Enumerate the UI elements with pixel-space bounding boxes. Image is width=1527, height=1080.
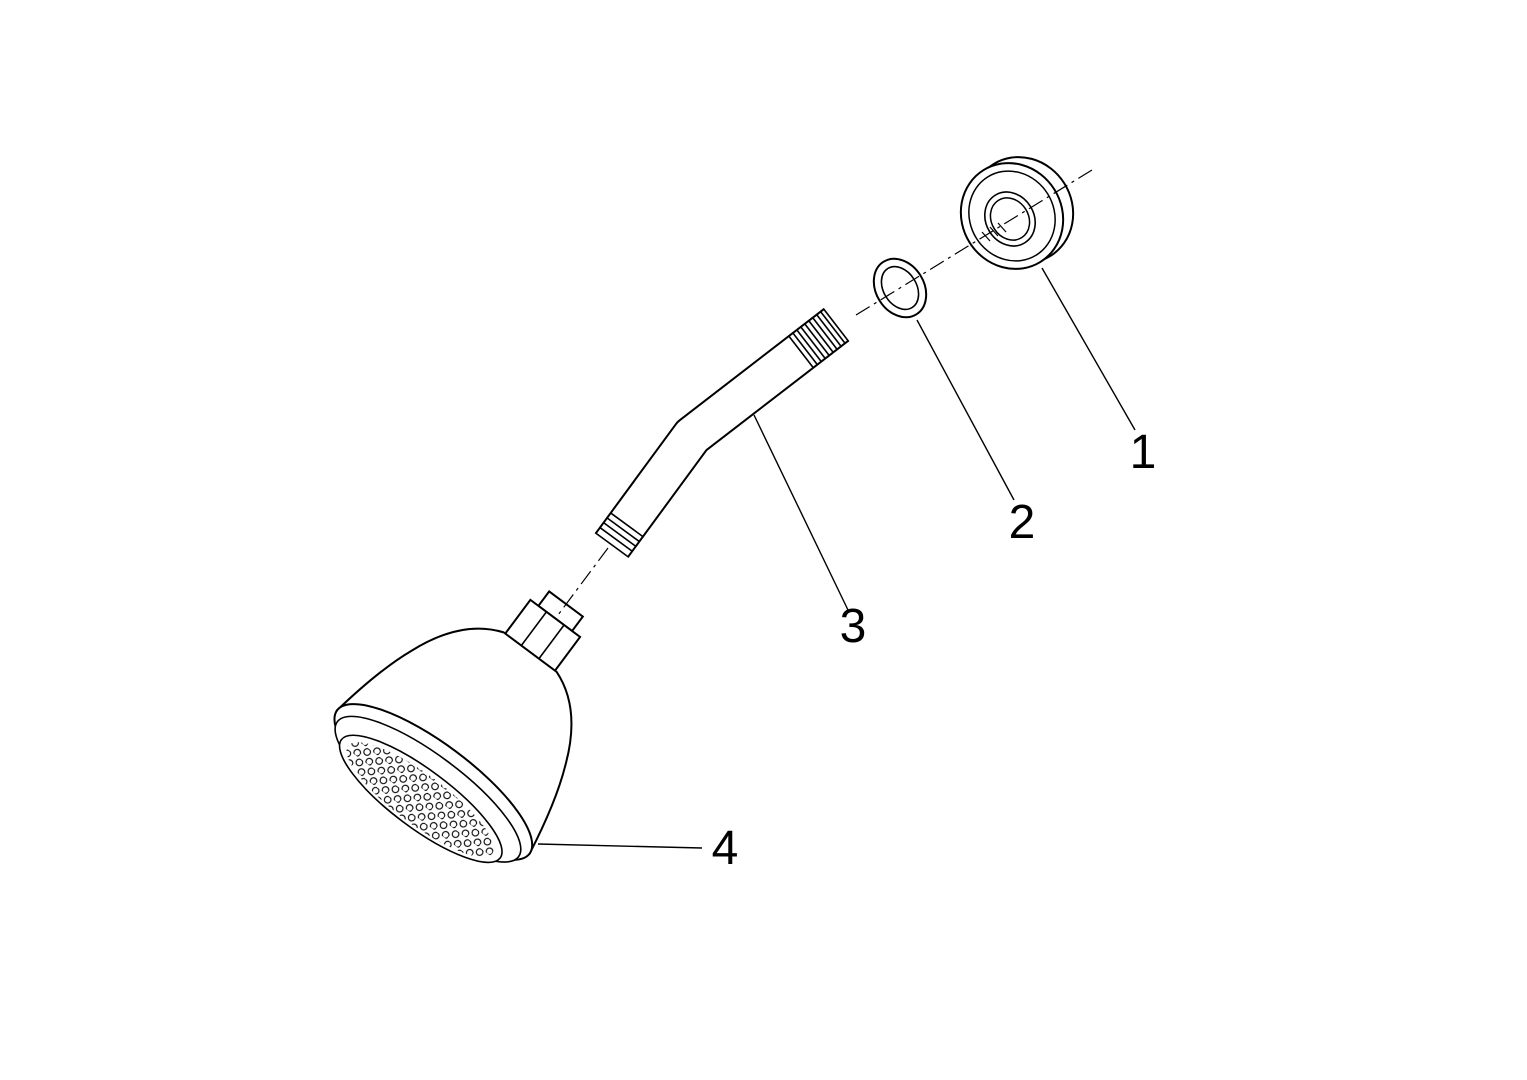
leader-line-4 <box>537 843 703 849</box>
shower-arm-threads <box>787 307 850 369</box>
flange-part <box>959 156 1075 270</box>
part-label-1: 1 <box>1130 426 1157 479</box>
shower-head-bell <box>335 627 573 856</box>
leader-lines <box>537 267 1136 849</box>
shower-arm-ribs <box>594 512 644 559</box>
leader-line-3 <box>753 414 849 611</box>
flange-thread-hatch <box>981 222 1007 242</box>
leader-line-2 <box>916 319 1015 501</box>
shower-head-nozzles <box>346 742 494 858</box>
part-label-2: 2 <box>1009 496 1036 549</box>
centerline <box>557 169 1093 616</box>
part-label-3: 3 <box>840 600 867 653</box>
shower-head-part <box>333 590 585 864</box>
shower-arm-part <box>594 307 850 559</box>
part-label-4: 4 <box>712 822 739 875</box>
part-labels: 1 2 3 4 <box>712 426 1157 875</box>
leader-line-1 <box>1041 267 1136 431</box>
